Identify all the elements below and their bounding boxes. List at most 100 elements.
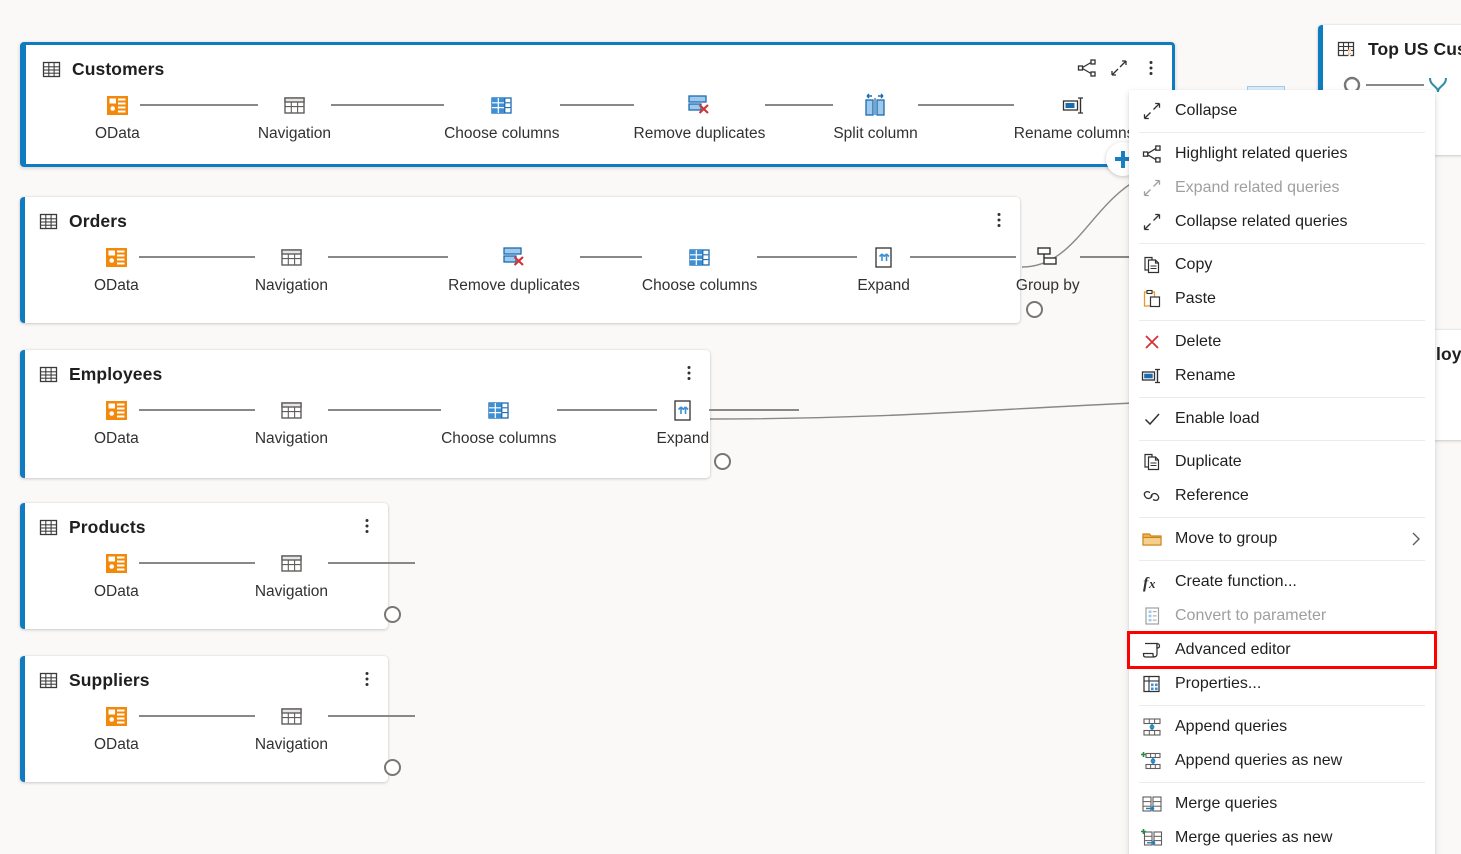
more-options-icon[interactable] (352, 664, 382, 694)
menu-item-enable-load[interactable]: Enable load (1129, 402, 1435, 436)
step-connector (559, 104, 634, 106)
odata-icon (102, 549, 130, 577)
query-card-suppliers[interactable]: Suppliers (20, 656, 416, 782)
menu-item-reference[interactable]: Reference (1129, 479, 1435, 513)
navigation-table-icon (277, 702, 305, 730)
menu-item-append-queries-as-new[interactable]: Append queries as new (1129, 744, 1435, 778)
query-context-menu[interactable]: Collapse Highlight related queries (1127, 90, 1437, 854)
menu-item-move-to-group[interactable]: Move to group (1129, 522, 1435, 556)
highlight-related-queries-icon (1129, 137, 1175, 171)
more-options-icon[interactable] (1136, 53, 1166, 83)
step-odata[interactable]: OData (94, 702, 139, 753)
step-odata[interactable]: OData (95, 91, 140, 142)
properties-icon (1129, 667, 1175, 701)
more-options-icon[interactable] (674, 358, 704, 388)
card-title: Products (69, 517, 146, 537)
menu-item-rename[interactable]: Rename (1129, 359, 1435, 393)
card-title: Suppliers (69, 670, 150, 690)
query-card-offscreen-employees[interactable]: loye (1432, 330, 1461, 440)
query-card-products[interactable]: Products (20, 503, 416, 629)
table-icon (38, 670, 59, 691)
card-header-actions (352, 511, 382, 541)
more-options-icon[interactable] (352, 511, 382, 541)
step-connector (331, 104, 445, 106)
menu-item-label: Duplicate (1175, 453, 1242, 470)
query-output-node[interactable] (384, 759, 401, 776)
step-label: Choose columns (444, 125, 560, 142)
menu-item-label: Rename (1175, 367, 1236, 384)
step-remove-duplicates[interactable]: Remove duplicates (448, 243, 580, 294)
card-accent-bar (20, 503, 25, 629)
step-label: OData (94, 736, 139, 753)
step-expand[interactable]: Expand (656, 396, 710, 447)
step-label: Remove duplicates (448, 277, 580, 294)
menu-item-paste[interactable]: Paste (1129, 282, 1435, 316)
step-choose-columns[interactable]: Choose columns (444, 91, 560, 142)
step-connector (917, 104, 1014, 106)
step-label: Navigation (254, 736, 329, 753)
table-icon (38, 364, 59, 385)
highlight-related-queries-icon[interactable] (1072, 53, 1102, 83)
step-choose-columns[interactable]: Choose columns (642, 243, 757, 294)
step-label: Remove duplicates (633, 125, 766, 142)
step-odata[interactable]: OData (94, 549, 139, 600)
step-label: Expand (656, 430, 710, 447)
more-options-icon[interactable] (984, 205, 1014, 235)
menu-item-collapse[interactable]: Collapse (1129, 94, 1435, 128)
menu-item-copy[interactable]: Copy (1129, 248, 1435, 282)
menu-item-label: Reference (1175, 487, 1249, 504)
query-output-node[interactable] (1026, 301, 1043, 318)
step-connector (328, 715, 416, 717)
step-connector (556, 409, 657, 411)
menu-item-merge-queries-as-new[interactable]: Merge queries as new (1129, 821, 1435, 854)
menu-item-label: Highlight related queries (1175, 145, 1348, 162)
step[interactable] (1424, 71, 1452, 99)
menu-item-delete[interactable]: Delete (1129, 325, 1435, 359)
step-connector (579, 256, 642, 258)
merge-icon (1424, 71, 1452, 99)
menu-separator (1139, 560, 1425, 561)
menu-item-append-queries[interactable]: Append queries (1129, 710, 1435, 744)
query-card-customers[interactable]: Customers (20, 42, 1346, 176)
step-label: OData (94, 430, 139, 447)
step-expand[interactable]: Expand (857, 243, 910, 294)
menu-item-label: Delete (1175, 333, 1222, 350)
menu-item-duplicate[interactable]: Duplicate (1129, 445, 1435, 479)
step-navigation[interactable]: Navigation (255, 549, 328, 600)
query-card-employees[interactable]: Employees (20, 350, 800, 478)
menu-item-merge-queries[interactable]: Merge queries (1129, 787, 1435, 821)
step-navigation[interactable]: Navigation (255, 396, 328, 447)
menu-item-highlight-related-queries[interactable]: Highlight related queries (1129, 137, 1435, 171)
collapse-icon[interactable] (1104, 53, 1134, 83)
step-label: Group by (1015, 277, 1080, 294)
step-navigation[interactable]: Navigation (255, 243, 328, 294)
card-steps: OData Navigation (20, 392, 800, 470)
query-card-orders[interactable]: Orders (20, 197, 1155, 323)
menu-item-collapse-related-queries[interactable]: Collapse related queries (1129, 205, 1435, 239)
folder-icon (1129, 522, 1175, 556)
step-odata[interactable]: OData (94, 243, 139, 294)
navigation-table-icon (277, 396, 305, 424)
menu-item-advanced-editor[interactable]: Advanced editor (1127, 631, 1437, 669)
step-odata[interactable]: OData (94, 396, 139, 447)
table-function-icon (1336, 39, 1358, 61)
step-group-by[interactable]: Group by (1016, 243, 1080, 294)
query-output-node[interactable] (384, 606, 401, 623)
menu-item-properties[interactable]: Properties... (1129, 667, 1435, 701)
navigation-table-icon (277, 243, 305, 271)
odata-icon (103, 91, 131, 119)
step-navigation[interactable]: Navigation (255, 702, 328, 753)
card-header-actions (984, 205, 1014, 235)
step-remove-duplicates[interactable]: Remove duplicates (633, 91, 766, 142)
expand-icon (870, 243, 898, 271)
query-output-node[interactable] (714, 453, 731, 470)
menu-separator (1139, 320, 1425, 321)
step-split-column[interactable]: Split column (833, 91, 918, 142)
step-choose-columns[interactable]: Choose columns (441, 396, 557, 447)
step-navigation[interactable]: Navigation (258, 91, 331, 142)
menu-item-create-function[interactable]: f x Create function... (1129, 565, 1435, 599)
menu-item-label: Copy (1175, 256, 1213, 273)
step-rename-columns[interactable]: Rename columns (1014, 91, 1134, 142)
step-label: Navigation (254, 430, 329, 447)
step-connector (138, 715, 255, 717)
